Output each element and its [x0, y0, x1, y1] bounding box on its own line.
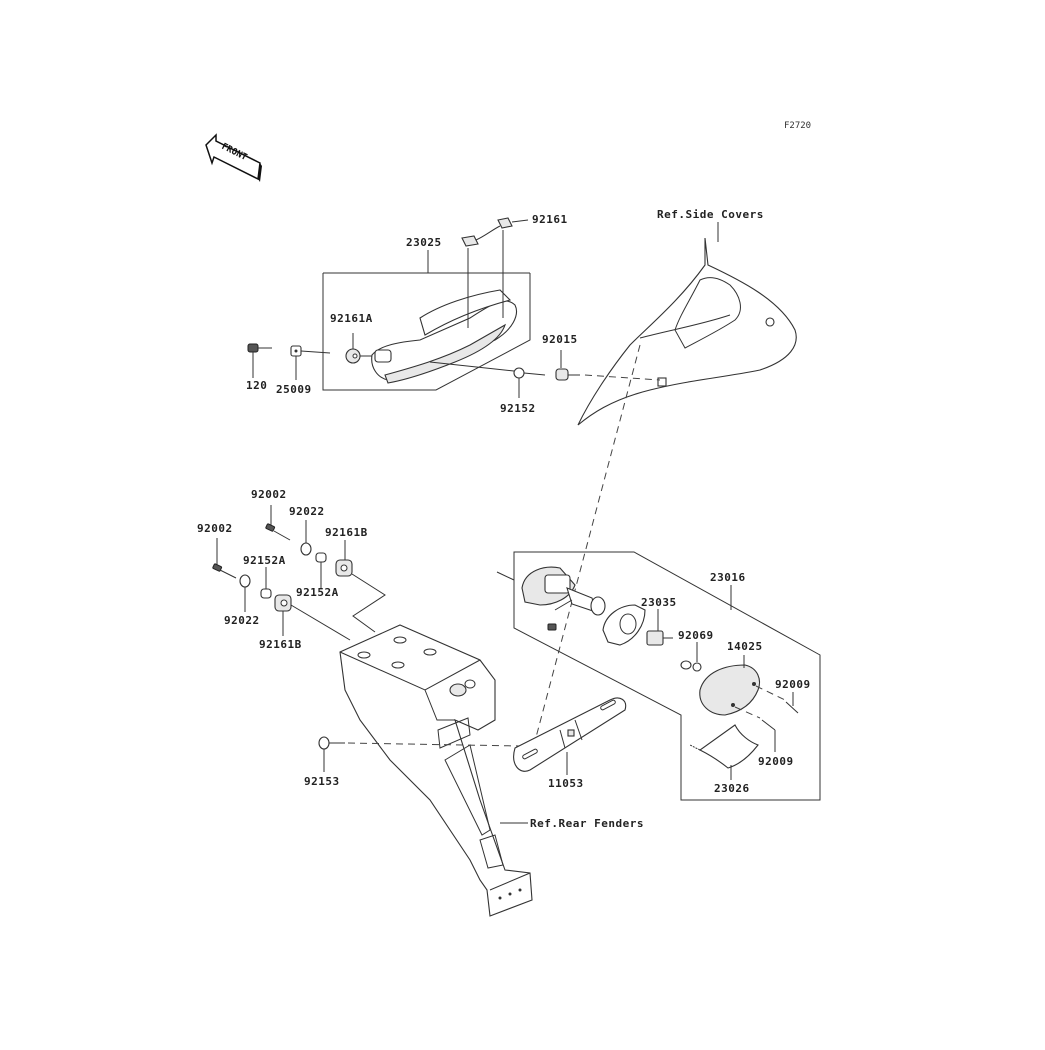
socket — [547, 587, 606, 631]
part-label-92009-upper: 92009 — [775, 678, 811, 691]
part-label-23025: 23025 — [406, 236, 442, 249]
washer-92152 — [429, 361, 546, 398]
part-label-23016: 23016 — [710, 571, 746, 584]
front-arrow-icon: FRONT — [205, 133, 262, 182]
part-label-92069: 92069 — [678, 629, 714, 642]
part-label-92002-upper: 92002 — [251, 488, 287, 501]
washer-25009 — [290, 345, 331, 380]
part-label-14025: 14025 — [727, 640, 763, 653]
part-label-92022-upper: 92022 — [289, 505, 325, 518]
washer-92022-upper — [300, 520, 312, 556]
collar-92152A-upper — [315, 552, 327, 588]
part-label-120: 120 — [246, 379, 268, 392]
screw-92009-upper — [755, 685, 799, 714]
part-label-92152A-left: 92152A — [243, 554, 286, 567]
rear-fender-bracket — [339, 624, 533, 917]
license-bracket-11053 — [513, 697, 627, 775]
leader-dashed-92015 — [584, 374, 661, 381]
part-label-92022-lower: 92022 — [224, 614, 260, 627]
grommet-92161B-lower — [274, 594, 351, 641]
connector-23035 — [646, 609, 673, 646]
part-label-11053: 11053 — [548, 777, 584, 790]
front-direction-arrow: FRONT — [204, 133, 264, 183]
assembly-23016-callout — [496, 551, 821, 801]
grommet-92161A — [345, 333, 372, 364]
wire-connector-92161 — [461, 217, 529, 328]
part-label-25009: 25009 — [276, 383, 312, 396]
part-label-92161A: 92161A — [330, 312, 373, 325]
bulb-92069 — [680, 642, 702, 672]
nut-92015 — [555, 350, 580, 381]
part-label-23026: 23026 — [714, 782, 750, 795]
bolt-92002-upper — [265, 505, 291, 541]
lamp-base — [521, 566, 576, 606]
collar-92152A-lower — [260, 567, 272, 599]
part-label-23035: 23035 — [641, 596, 677, 609]
part-label-92009-lower: 92009 — [758, 755, 794, 768]
grommet-92161B-upper — [335, 540, 386, 633]
screw-92009-lower — [734, 706, 776, 752]
part-label-92152A-right: 92152A — [296, 586, 339, 599]
tail-light-unit-23025 — [371, 289, 517, 384]
part-label-92015: 92015 — [542, 333, 578, 346]
bolt-120 — [247, 343, 272, 378]
part-label-92152: 92152 — [500, 402, 536, 415]
washer-92022-lower — [239, 574, 251, 612]
part-label-92153: 92153 — [304, 775, 340, 788]
ref-side-covers-label: Ref.Side Covers — [657, 208, 764, 221]
lens-14025 — [699, 655, 761, 716]
bolt-92002-lower — [212, 538, 237, 579]
lamp-housing — [602, 604, 646, 646]
part-label-92161: 92161 — [532, 213, 568, 226]
side-cover-outline — [577, 222, 797, 426]
figure-code: F2720 — [784, 121, 812, 131]
part-label-92161B-lower: 92161B — [259, 638, 302, 651]
bolt-92153 — [318, 736, 521, 772]
reflector-23026 — [689, 724, 759, 780]
bracket-23025-callout — [322, 250, 531, 391]
part-label-92002-lower: 92002 — [197, 522, 233, 535]
part-label-92161B-upper: 92161B — [325, 526, 368, 539]
ref-rear-fenders-label: Ref.Rear Fenders — [530, 817, 644, 830]
